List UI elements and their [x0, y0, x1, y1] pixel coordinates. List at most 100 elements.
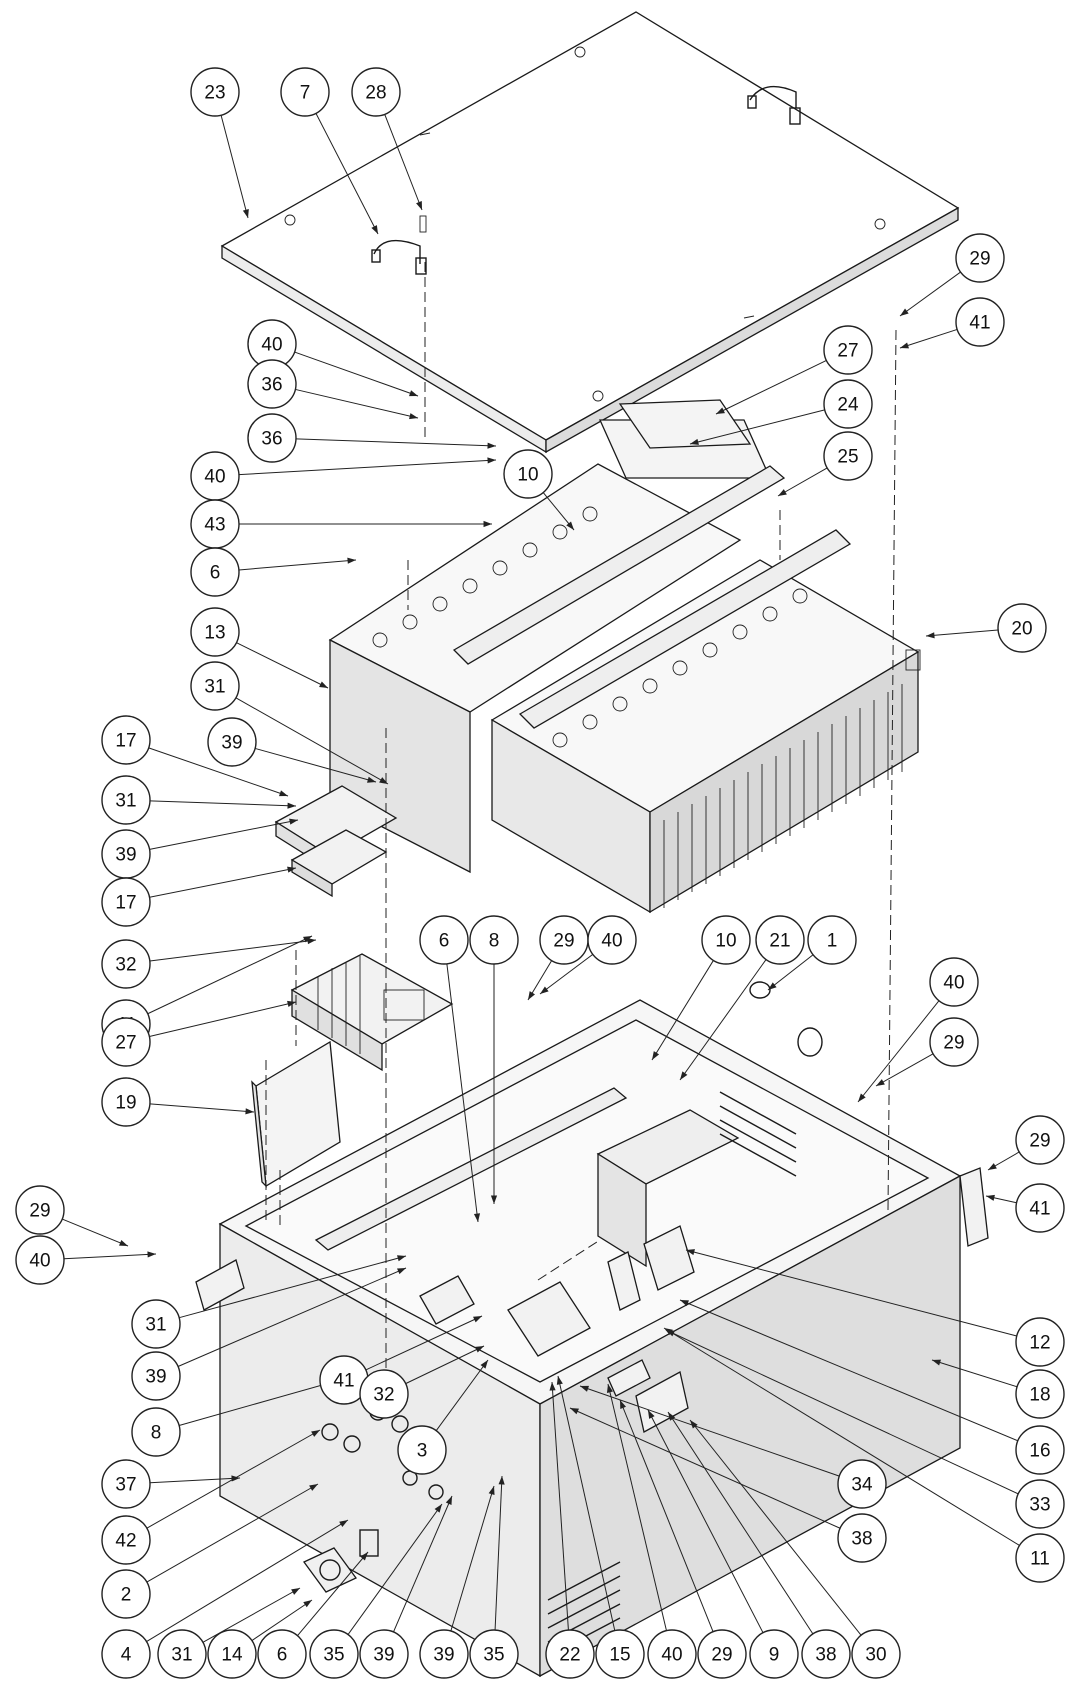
callout-bubble: 27 — [101, 1017, 151, 1067]
callout-circle — [823, 379, 873, 429]
leader-arrowhead — [287, 866, 296, 873]
leader-arrowhead — [680, 1300, 689, 1307]
leader-arrowhead — [540, 986, 549, 994]
callout-number: 31 — [171, 1645, 192, 1666]
callout-bubble: 4 — [101, 1629, 151, 1679]
callout-bubble: 6 — [190, 547, 240, 597]
leader-line — [62, 1218, 129, 1247]
callout-bubble: 16 — [1015, 1425, 1065, 1475]
leader-arrowhead — [487, 457, 496, 464]
callout-number: 23 — [204, 83, 225, 104]
callout-number: 6 — [277, 1645, 288, 1666]
leader-line — [685, 1249, 1017, 1337]
leader-line — [178, 1379, 341, 1426]
callout-number: 34 — [851, 1475, 873, 1496]
leader-line — [450, 1485, 495, 1632]
callout-bubble: 6 — [257, 1629, 307, 1679]
leader-arrowhead — [289, 818, 298, 825]
leader-line — [220, 115, 249, 219]
leader-arrowhead — [483, 520, 492, 528]
leader-line — [857, 1000, 940, 1103]
leader-line — [405, 1345, 485, 1385]
callout-number: 15 — [609, 1645, 630, 1666]
callout-number: 40 — [29, 1251, 50, 1272]
leader-line — [149, 1001, 297, 1037]
leader-lines — [62, 113, 1020, 1643]
callout-bubble: 32 — [359, 1369, 409, 1419]
leader-line — [238, 459, 497, 476]
callout-number: 29 — [711, 1645, 732, 1666]
leader-line — [689, 1419, 862, 1636]
callout-bubble: 19 — [101, 1077, 151, 1127]
callout-circle — [595, 1629, 645, 1679]
leader-arrowhead — [473, 1213, 481, 1222]
callout-circle — [131, 1351, 181, 1401]
callout-circle — [749, 1629, 799, 1679]
callout-circle — [955, 233, 1005, 283]
callout-number: 17 — [115, 731, 136, 752]
leader-arrowhead — [445, 1496, 452, 1505]
leader-arrowhead — [652, 1051, 660, 1060]
callout-number: 39 — [373, 1645, 394, 1666]
leader-line — [899, 328, 958, 349]
callout-circle — [1015, 1317, 1065, 1367]
callout-bubble: 35 — [469, 1629, 519, 1679]
callout-bubble: 10 — [701, 915, 751, 965]
callout-bubble: 14 — [207, 1629, 257, 1679]
callout-number: 14 — [221, 1645, 243, 1666]
callout-bubble: 31 — [190, 661, 240, 711]
leader-line — [384, 114, 423, 211]
leader-line — [251, 1599, 313, 1641]
callout-bubble: 24 — [823, 379, 873, 429]
callout-number: 18 — [1029, 1385, 1050, 1406]
leader-line — [651, 960, 714, 1061]
callout-circle — [701, 915, 751, 965]
callout-bubble: 36 — [247, 413, 297, 463]
callout-bubble: 43 — [190, 499, 240, 549]
center-lines — [265, 262, 897, 1394]
callout-bubble: 29 — [697, 1629, 747, 1679]
callout-bubble: 27 — [823, 325, 873, 375]
callout-bubble: 1 — [807, 915, 857, 965]
callout-bubble: 22 — [545, 1629, 595, 1679]
bus-bar-assembly — [274, 785, 398, 898]
leader-arrowhead — [307, 937, 316, 945]
leader-line — [931, 1359, 1018, 1388]
callout-circle — [1015, 1183, 1065, 1233]
leader-arrowhead — [319, 681, 328, 688]
callout-number: 4 — [121, 1645, 132, 1666]
callout-bubble: 33 — [1015, 1479, 1065, 1529]
leader-line — [579, 1385, 840, 1477]
callout-circle — [837, 1513, 887, 1563]
battery-rack — [328, 399, 921, 914]
leader-arrowhead — [119, 1239, 128, 1246]
callout-bubble: 34 — [837, 1459, 887, 1509]
callout-number: 38 — [815, 1645, 836, 1666]
callout-circle — [101, 1629, 151, 1679]
leader-line — [146, 1519, 349, 1643]
mounting-bracket — [251, 1040, 341, 1188]
callout-number: 33 — [1029, 1495, 1050, 1516]
callout-number: 21 — [769, 931, 790, 952]
leader-arrowhead — [245, 1108, 254, 1115]
leader-line — [63, 1253, 157, 1260]
enclosure-box — [195, 981, 989, 1678]
leader-line — [315, 113, 379, 235]
callout-bubble: 39 — [131, 1351, 181, 1401]
callout-number: 42 — [115, 1531, 136, 1552]
callout-bubble: 40 — [929, 957, 979, 1007]
leader-arrowhead — [231, 1475, 240, 1482]
callout-bubble: 11 — [1015, 1533, 1065, 1583]
callout-number: 3 — [417, 1441, 428, 1462]
callout-bubble: 29 — [929, 1017, 979, 1067]
callout-number: 24 — [837, 395, 859, 416]
callout-bubble: 10 — [503, 449, 553, 499]
callout-number: 41 — [1029, 1199, 1050, 1220]
leader-line — [777, 467, 828, 497]
leader-arrowhead — [475, 1346, 484, 1353]
callout-circle — [131, 1407, 181, 1457]
callout-bubble: 31 — [157, 1629, 207, 1679]
leader-arrowhead — [686, 1249, 695, 1256]
